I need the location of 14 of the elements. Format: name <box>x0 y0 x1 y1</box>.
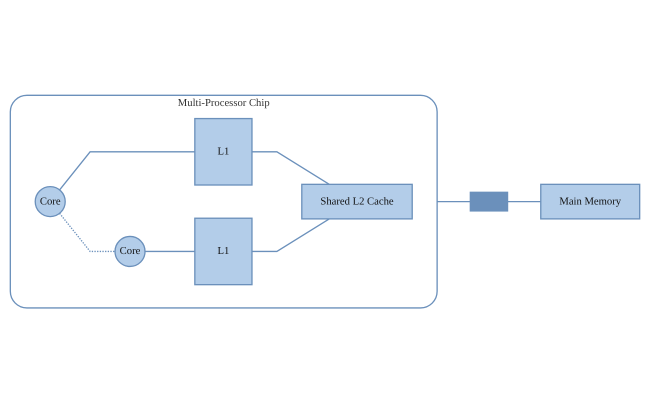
node-box: L1 <box>194 118 252 186</box>
connector <box>144 250 194 252</box>
node-circle: Core <box>114 236 146 267</box>
node-box: Main Memory <box>540 184 640 220</box>
node-circle: Core <box>34 186 66 218</box>
connector <box>251 151 330 185</box>
node-box: Shared L2 Cache <box>300 184 412 220</box>
connector <box>58 212 115 252</box>
node-box: L1 <box>194 217 252 286</box>
connector <box>507 200 540 202</box>
connector <box>436 200 470 202</box>
node-bar <box>469 192 508 212</box>
connector <box>251 218 330 252</box>
connector <box>58 151 194 190</box>
